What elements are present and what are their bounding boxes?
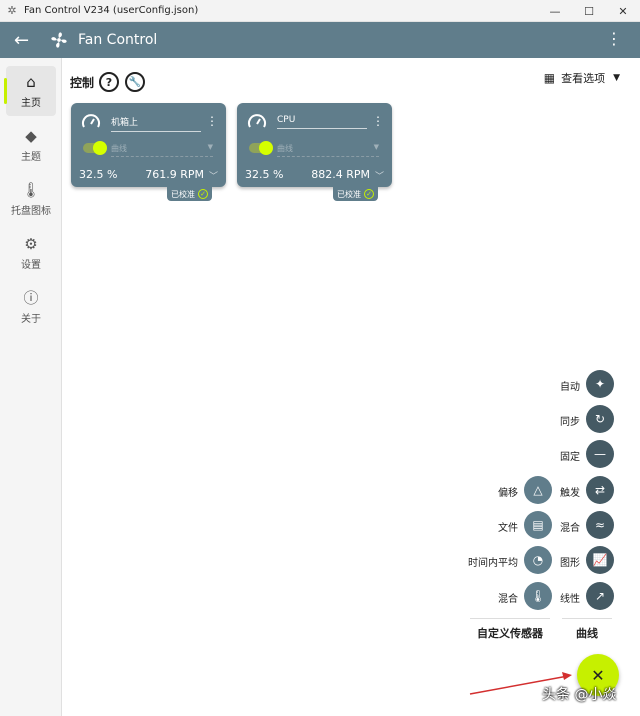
app-title: Fan Control — [78, 32, 158, 48]
help-icon[interactable]: ? — [99, 72, 119, 92]
fan-enable-toggle[interactable] — [83, 141, 107, 155]
app-fan-icon: ✲ — [7, 3, 17, 17]
mix-curve-icon[interactable]: ≈ — [586, 511, 614, 539]
sparkle-icon[interactable]: ✦ — [586, 370, 614, 398]
file-icon[interactable]: ▤ — [524, 511, 552, 539]
sidebar-item-theme[interactable]: ◆ 主题 — [6, 120, 56, 170]
card-more-icon[interactable]: ⋮ — [206, 114, 218, 128]
thermometer-icon: 🌡 — [21, 180, 41, 199]
calibrated-badge: 已校准 ✓ — [333, 187, 378, 201]
gear-icon: ⚙ — [24, 234, 38, 253]
check-circle-icon: ✓ — [198, 189, 208, 199]
fan-rpm: 761.9 RPM — [145, 168, 204, 181]
fab-label-time-average: 时间内平均 — [468, 558, 518, 569]
sidebar-item-home[interactable]: ⌂ 主页 — [4, 66, 56, 116]
check-circle-icon: ✓ — [364, 189, 374, 199]
minus-icon[interactable]: — — [586, 440, 614, 468]
info-icon: ⓘ — [23, 288, 39, 307]
fan-name-input[interactable]: 机箱上 — [111, 115, 201, 132]
window-title: Fan Control V234 (userConfig.json) — [24, 5, 199, 16]
sidebar-item-label: 主题 — [21, 151, 41, 163]
time-average-icon[interactable]: ◔ — [524, 546, 552, 574]
gauge-icon — [248, 114, 266, 128]
fab-label-trigger: 触发 — [560, 488, 580, 499]
graph-icon[interactable]: 📈 — [586, 546, 614, 574]
fan-enable-toggle[interactable] — [249, 141, 273, 155]
fab-label-sync: 同步 — [560, 417, 580, 428]
section-title-controls: 控制 — [70, 76, 95, 90]
view-options-button[interactable]: ▦ 查看选项 ▼ — [544, 70, 620, 86]
curve-select-placeholder: 曲线 — [111, 144, 127, 153]
thermometer-icon[interactable]: 🌡 — [524, 582, 552, 610]
window-titlebar: ✲ Fan Control V234 (userConfig.json) — ☐… — [0, 0, 640, 22]
fan-percent: 32.5 % — [245, 168, 284, 181]
sidebar-item-label: 托盘图标 — [11, 205, 51, 217]
sidebar-item-settings[interactable]: ⚙ 设置 — [6, 228, 56, 278]
fan-control-card: 机箱上 ⋮ 曲线 ▼ 32.5 % 761.9 RPM ﹀ — [71, 103, 226, 187]
swap-icon[interactable]: ⇄ — [586, 476, 614, 504]
back-arrow-icon[interactable]: ← — [14, 29, 30, 51]
curve-select-placeholder: 曲线 — [277, 144, 293, 153]
fan-rpm: 882.4 RPM — [311, 168, 370, 181]
gauge-icon — [82, 114, 100, 128]
more-options-icon[interactable]: ⋮ — [606, 29, 622, 48]
home-icon: ⌂ — [26, 72, 36, 91]
wrench-icon[interactable]: 🔧 — [125, 72, 145, 92]
fab-label-fixed: 固定 — [560, 452, 580, 463]
card-more-icon[interactable]: ⋮ — [372, 114, 384, 128]
curve-select[interactable]: 曲线 ▼ — [277, 143, 379, 157]
sidebar-item-tray-icon[interactable]: 🌡 托盘图标 — [6, 174, 56, 224]
fab-label-linear: 线性 — [560, 594, 580, 605]
custom-sensors-header: 自定义传感器 — [470, 618, 550, 641]
fan-percent: 32.5 % — [79, 168, 118, 181]
fan-name-input[interactable]: CPU — [277, 115, 367, 129]
sidebar-item-label: 主页 — [21, 97, 41, 109]
sync-icon[interactable]: ↻ — [586, 405, 614, 433]
sidebar: ⌂ 主页 ◆ 主题 🌡 托盘图标 ⚙ 设置 ⓘ 关于 — [0, 58, 62, 716]
dropdown-caret-icon: ▼ — [207, 143, 213, 151]
fab-label-auto: 自动 — [560, 382, 580, 393]
view-options-label: 查看选项 — [561, 72, 606, 85]
watermark: 头条 @小焱 — [542, 687, 617, 703]
calibrated-badge: 已校准 ✓ — [167, 187, 212, 201]
fab-label-graph: 图形 — [560, 558, 580, 569]
curve-select[interactable]: 曲线 ▼ — [111, 143, 213, 157]
minimize-button[interactable]: — — [549, 4, 561, 18]
sidebar-item-label: 设置 — [21, 259, 41, 271]
linear-icon[interactable]: ↗ — [586, 582, 614, 610]
fab-label-offset: 偏移 — [498, 488, 518, 499]
app-bar: ← Fan Control ⋮ — [0, 22, 640, 58]
chevron-down-icon[interactable]: ﹀ — [374, 172, 384, 182]
paint-bucket-icon: ◆ — [25, 126, 37, 145]
curves-header: 曲线 — [562, 618, 612, 641]
chevron-down-icon[interactable]: ﹀ — [208, 172, 218, 182]
caret-down-icon: ▼ — [613, 73, 620, 83]
maximize-button[interactable]: ☐ — [584, 4, 594, 18]
close-window-button[interactable]: ✕ — [618, 4, 628, 18]
fab-label-mix-curve: 混合 — [560, 523, 580, 534]
fan-logo-icon — [51, 32, 67, 48]
window-controls: — ☐ ✕ — [538, 0, 640, 22]
annotation-arrow — [469, 672, 572, 695]
fab-label-mix-sensor: 混合 — [498, 594, 518, 605]
fan-control-card: CPU ⋮ 曲线 ▼ 32.5 % 882.4 RPM ﹀ — [237, 103, 392, 187]
calibrated-label: 已校准 — [337, 189, 361, 199]
calibrated-label: 已校准 — [171, 189, 195, 199]
dropdown-caret-icon: ▼ — [373, 143, 379, 151]
close-fab-button[interactable]: ✕ — [577, 654, 619, 696]
sidebar-item-about[interactable]: ⓘ 关于 — [6, 282, 56, 332]
triangle-icon[interactable]: △ — [524, 476, 552, 504]
sidebar-item-label: 关于 — [21, 313, 41, 325]
fab-label-file: 文件 — [498, 523, 518, 534]
view-grid-icon: ▦ — [543, 71, 556, 85]
